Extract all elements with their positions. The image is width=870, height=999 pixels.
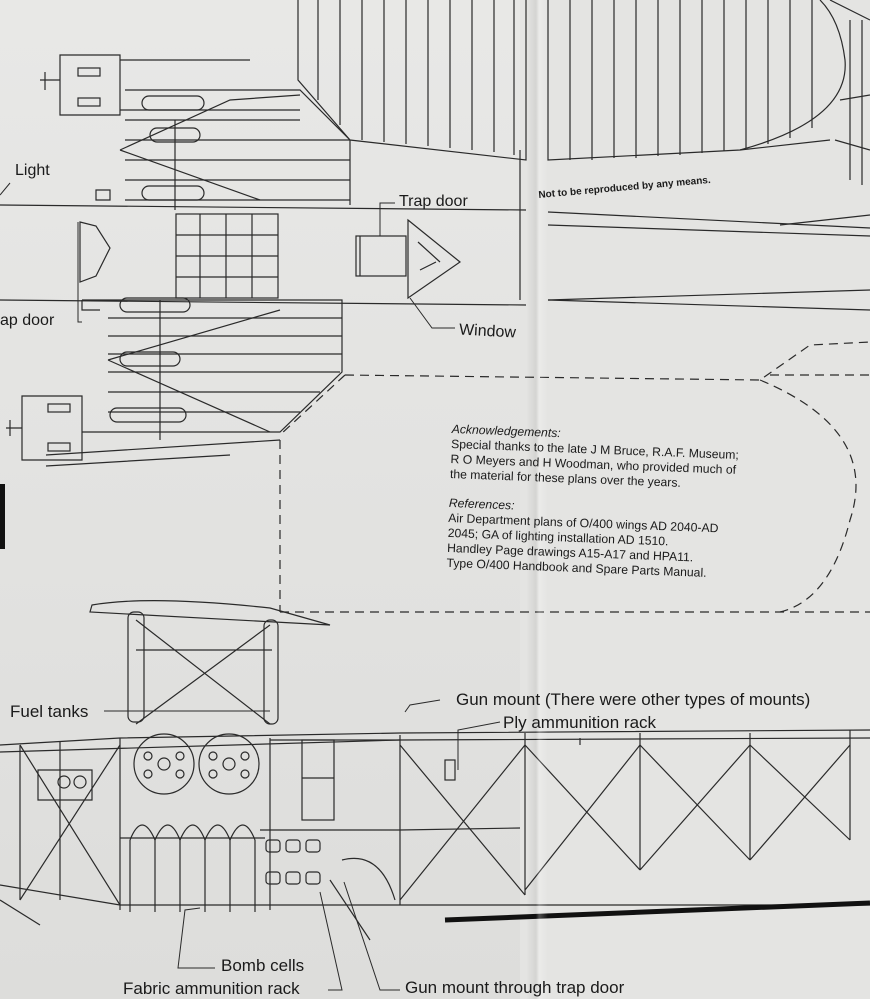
label-gun-mount: Gun mount (There were other types of mou… bbox=[456, 690, 811, 709]
edge-mark bbox=[0, 484, 5, 549]
dashed-wing-outline bbox=[279, 341, 870, 613]
label-trap-door: Trap door bbox=[399, 193, 468, 210]
engine-nacelle-lower bbox=[6, 297, 343, 467]
paper-shading bbox=[0, 0, 520, 999]
acknowledgements-block: Acknowledgements: Special thanks to the … bbox=[446, 422, 791, 584]
label-fuel-tanks: Fuel tanks bbox=[10, 702, 89, 721]
label-trap-door-left: ap door bbox=[0, 312, 55, 329]
label-light: Light bbox=[15, 162, 50, 179]
label-gun-mount-trap-door: Gun mount through trap door bbox=[405, 978, 625, 997]
label-window: Window bbox=[458, 321, 517, 342]
leader-lines bbox=[0, 182, 501, 991]
page-fold bbox=[526, 0, 548, 999]
fuselage-plan bbox=[0, 140, 870, 311]
engine-nacelle-upper bbox=[40, 54, 351, 210]
label-fabric-ammunition-rack: Fabric ammunition rack bbox=[123, 979, 300, 998]
label-ply-ammunition-rack: Ply ammunition rack bbox=[503, 713, 657, 732]
ground-line bbox=[444, 900, 870, 923]
label-bomb-cells: Bomb cells bbox=[221, 956, 305, 975]
wing-ribs-top bbox=[297, 0, 870, 185]
side-elevation bbox=[0, 600, 870, 941]
